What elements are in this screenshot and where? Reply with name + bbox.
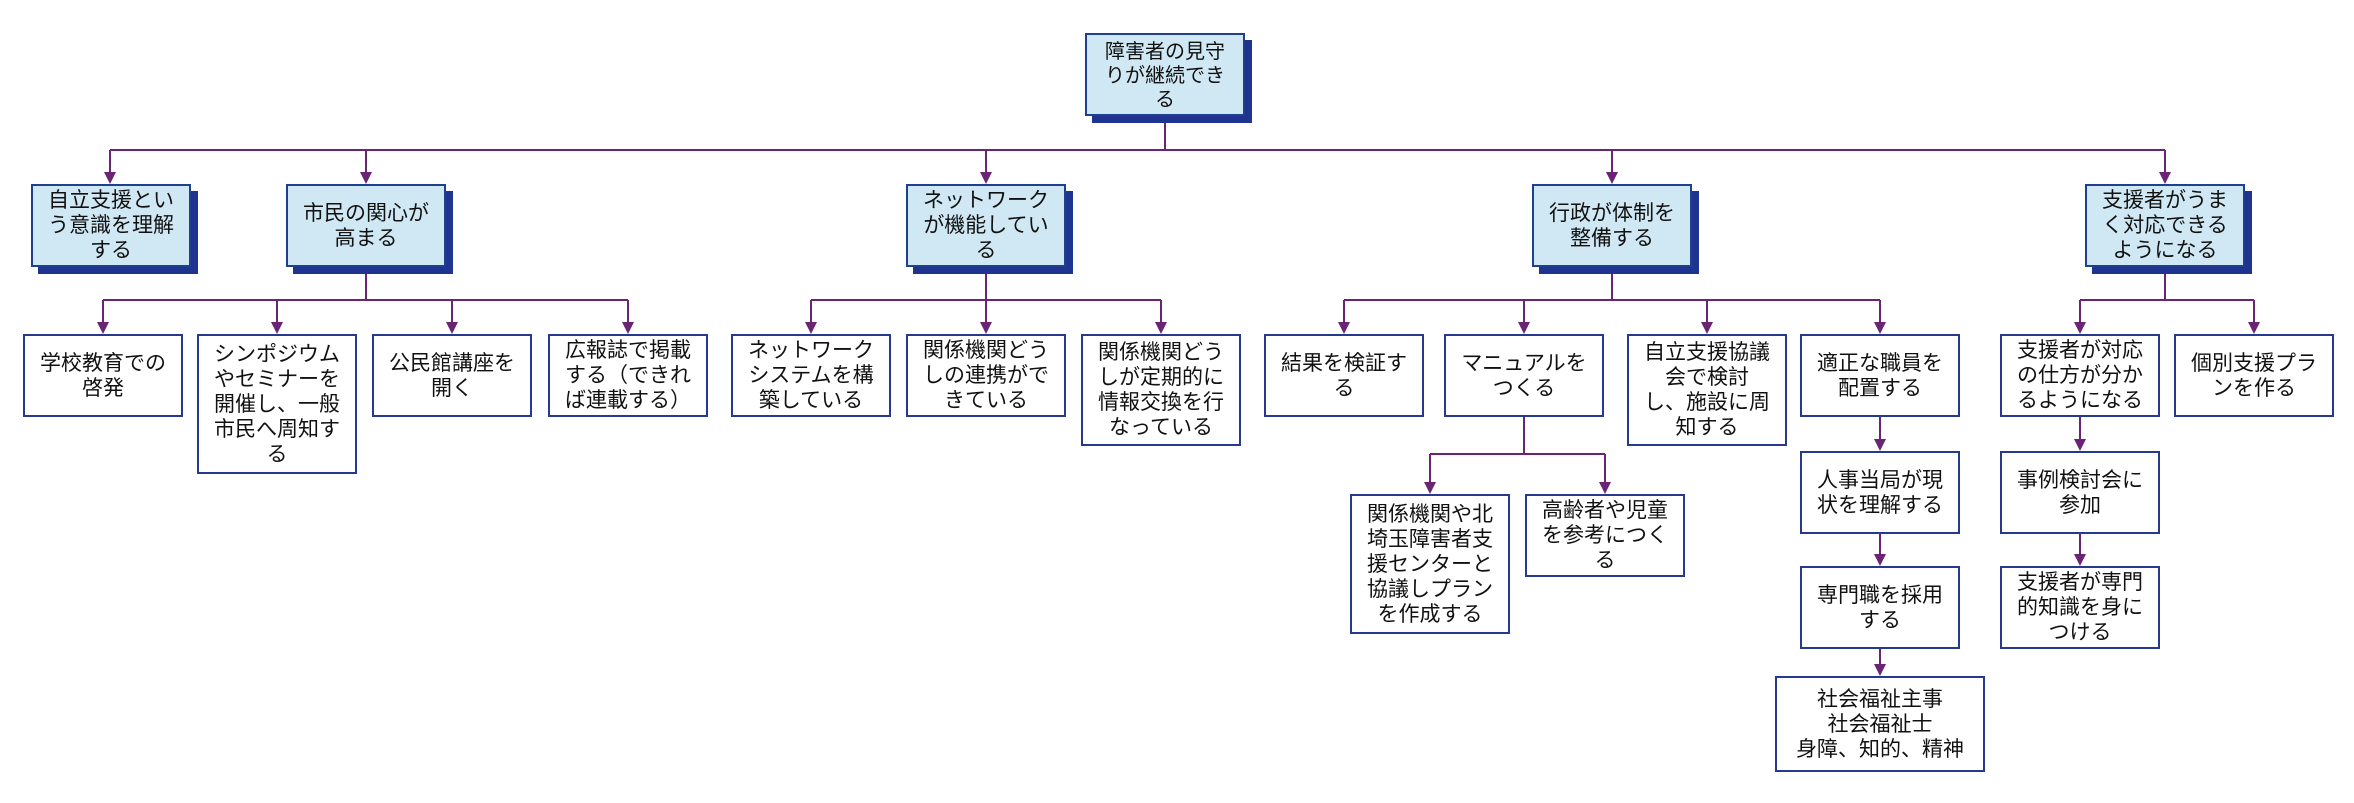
connector-arrowhead (97, 322, 109, 334)
connector-arrowhead (1338, 322, 1350, 334)
item-individual-plan-label: 個別支援プラ ンを作る (2191, 350, 2317, 400)
connector-arrowhead (2074, 322, 2086, 334)
category-network-box: ネットワーク が機能してい る (906, 184, 1066, 267)
connector-arrowhead (1606, 172, 1618, 184)
item-newsletter: 広報誌で掲載 する（できれ ば連載する） (548, 334, 708, 417)
root-goal-label: 障害者の見守 りが継続でき る (1105, 38, 1225, 111)
item-symposium-label: シンポジウム やセミナーを 開催し、一般 市民へ周知す る (214, 341, 340, 466)
item-hire-specialists: 専門職を採用 する (1800, 566, 1960, 649)
item-council-review-label: 自立支援協議 会で検討 し、施設に周 知する (1644, 340, 1770, 439)
connector-arrowhead (1424, 482, 1436, 494)
item-case-study: 事例検討会に 参加 (2000, 451, 2160, 534)
item-case-study-label: 事例検討会に 参加 (2017, 467, 2143, 517)
connector-arrowhead (980, 172, 992, 184)
connector-arrowhead (1518, 322, 1530, 334)
item-symposium: シンポジウム やセミナーを 開催し、一般 市民へ周知す る (197, 334, 357, 474)
item-info-exchange: 関係機関どう しが定期的に 情報交換を行 なっている (1081, 334, 1241, 446)
item-welfare-qualifications-label: 社会福祉主事 社会福祉士 身障、知的、精神 (1796, 686, 1964, 761)
item-hr-understand: 人事当局が現 状を理解する (1800, 451, 1960, 534)
connector-arrowhead (980, 322, 992, 334)
item-network-system-label: ネットワーク システムを構 築している (748, 338, 874, 412)
connector-arrowhead (360, 172, 372, 184)
connector-arrowhead (2159, 172, 2171, 184)
item-agency-cooperation-label: 関係機関どう しの連携がで きている (923, 338, 1049, 412)
item-individual-plan: 個別支援プラ ンを作る (2174, 334, 2334, 417)
item-supporters-understand: 支援者が対応 の仕方が分か るようになる (2000, 334, 2160, 417)
connector-arrowhead (104, 172, 116, 184)
item-school-education-label: 学校教育での 啓発 (40, 350, 166, 400)
connector-arrowhead (2074, 439, 2086, 451)
item-make-manual-label: マニュアルを つくる (1461, 350, 1587, 400)
connector-arrowhead (1701, 322, 1713, 334)
category-citizen-interest-box: 市民の関心が 高まる (286, 184, 446, 267)
category-supporters-box: 支援者がうま く対応できる ようになる (2085, 184, 2245, 267)
item-staff-placement-label: 適正な職員を 配置する (1817, 350, 1943, 400)
item-supporters-understand-label: 支援者が対応 の仕方が分か るようになる (2017, 338, 2143, 412)
category-administration-box: 行政が体制を 整備する (1532, 184, 1692, 267)
item-info-exchange-label: 関係機関どう しが定期的に 情報交換を行 なっている (1098, 340, 1224, 439)
item-school-education: 学校教育での 啓発 (23, 334, 183, 417)
item-network-system: ネットワーク システムを構 築している (731, 334, 891, 417)
category-self-reliance-box: 自立支援とい う意識を理解 する (31, 184, 191, 267)
connector-arrowhead (1599, 482, 1611, 494)
connector-arrowhead (622, 322, 634, 334)
root-goal-box: 障害者の見守 りが継続でき る (1085, 33, 1245, 116)
item-newsletter-label: 広報誌で掲載 する（できれ ば連載する） (565, 338, 691, 412)
item-community-lecture: 公民館講座を 開く (372, 334, 532, 417)
item-council-review: 自立支援協議 会で検討 し、施設に周 知する (1627, 334, 1787, 446)
item-agency-cooperation: 関係機関どう しの連携がで きている (906, 334, 1066, 417)
connector-arrowhead (271, 322, 283, 334)
connector-arrowhead (1874, 322, 1886, 334)
connector-arrowhead (1874, 554, 1886, 566)
category-self-reliance-label: 自立支援とい う意識を理解 する (48, 188, 174, 262)
connector-arrowhead (2074, 554, 2086, 566)
connector-arrowhead (805, 322, 817, 334)
item-hr-understand-label: 人事当局が現 状を理解する (1817, 467, 1943, 517)
category-supporters-label: 支援者がうま く対応できる ようになる (2102, 188, 2228, 262)
category-administration-label: 行政が体制を 整備する (1549, 200, 1675, 250)
item-community-lecture-label: 公民館講座を 開く (389, 350, 515, 400)
connector-arrowhead (1874, 664, 1886, 676)
item-welfare-qualifications: 社会福祉主事 社会福祉士 身障、知的、精神 (1775, 676, 1985, 772)
category-network-label: ネットワーク が機能してい る (923, 188, 1049, 262)
item-make-manual: マニュアルを つくる (1444, 334, 1604, 417)
item-specialized-knowledge-label: 支援者が専門 的知識を身に つける (2017, 570, 2143, 644)
connector-arrowhead (2248, 322, 2260, 334)
connector-arrowhead (1155, 322, 1167, 334)
item-specialized-knowledge: 支援者が専門 的知識を身に つける (2000, 566, 2160, 649)
connector-arrowhead (446, 322, 458, 334)
item-create-plan: 関係機関や北 埼玉障害者支 援センターと 協議しプラン を作成する (1350, 494, 1510, 634)
item-create-plan-label: 関係機関や北 埼玉障害者支 援センターと 協議しプラン を作成する (1367, 501, 1493, 626)
category-citizen-interest-label: 市民の関心が 高まる (303, 200, 429, 250)
item-reference-elderly: 高齢者や児童 を参考につく る (1525, 494, 1685, 577)
item-staff-placement: 適正な職員を 配置する (1800, 334, 1960, 417)
connector-arrowhead (1874, 439, 1886, 451)
item-reference-elderly-label: 高齢者や児童 を参考につく る (1542, 498, 1668, 572)
item-hire-specialists-label: 専門職を採用 する (1817, 582, 1943, 632)
item-verify-results: 結果を検証す る (1264, 334, 1424, 417)
item-verify-results-label: 結果を検証す る (1281, 350, 1407, 400)
